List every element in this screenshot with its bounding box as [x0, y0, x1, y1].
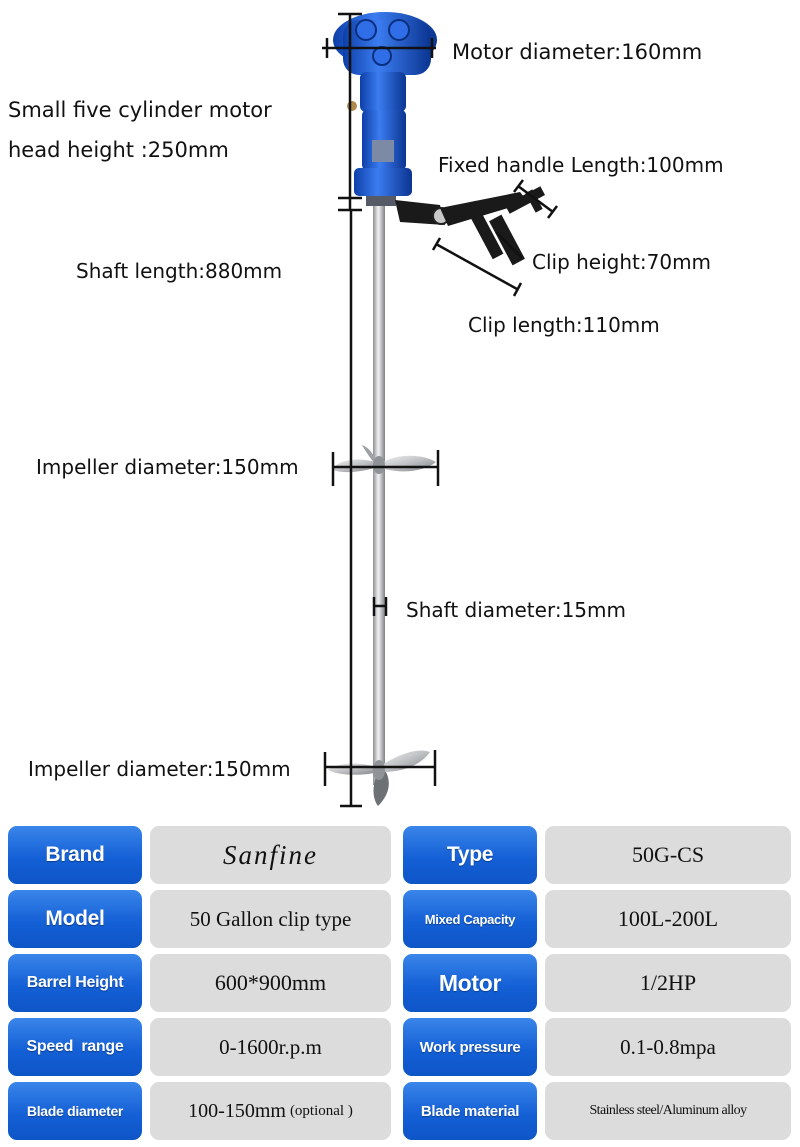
- shaft-diameter-label: Shaft diameter:15mm: [406, 598, 626, 622]
- spec-table: Brand Sanfine Type 50G-CS Model 50 Gallo…: [0, 820, 800, 1147]
- mixer-illustration: [322, 12, 558, 808]
- spec-value-motor: 1/2HP: [545, 954, 791, 1012]
- clamp-icon: [395, 186, 546, 266]
- motor-head-height-label-line1: Small five cylinder motor: [8, 98, 272, 122]
- spec-key-work-pressure: Work pressure: [403, 1018, 537, 1076]
- spec-value-blade-diameter-text: 100-150mm: [188, 1099, 286, 1122]
- spec-key-barrel-height: Barrel Height: [8, 954, 142, 1012]
- spec-value-mixed-capacity: 100L-200L: [545, 890, 791, 948]
- spec-key-speed-range: Speed range: [8, 1018, 142, 1076]
- fixed-handle-length-label: Fixed handle Length:100mm: [438, 153, 724, 177]
- motor-diameter-label: Motor diameter:160mm: [452, 40, 703, 64]
- motor-icon: [333, 12, 437, 206]
- spec-value-blade-diameter: 100-150mm (optional ): [150, 1082, 391, 1140]
- spec-value-type: 50G-CS: [545, 826, 791, 884]
- spec-key-brand: Brand: [8, 826, 142, 884]
- spec-value-brand: Sanfine: [150, 826, 391, 884]
- spec-key-speed-range-text: Speed range: [26, 1038, 124, 1055]
- spec-key-mixed-capacity: Mixed Capacity: [403, 890, 537, 948]
- dimension-lines: [322, 12, 558, 808]
- spec-value-blade-diameter-note: (optional ): [289, 1102, 353, 1119]
- spec-value-barrel-height: 600*900mm: [150, 954, 391, 1012]
- spec-value-blade-material: Stainless steel/Aluminum alloy: [545, 1082, 791, 1140]
- spec-value-speed-range: 0-1600r.p.m: [150, 1018, 391, 1076]
- product-diagram: Motor diameter:160mm Small five cylinder…: [8, 12, 724, 808]
- upper-impeller-diameter-label: Impeller diameter:150mm: [36, 455, 299, 479]
- spec-value-work-pressure: 0.1-0.8mpa: [545, 1018, 791, 1076]
- motor-head-height-label-line2: head height :250mm: [8, 138, 229, 162]
- shaft-length-label: Shaft length:880mm: [76, 259, 283, 283]
- spec-key-type: Type: [403, 826, 537, 884]
- spec-key-motor: Motor: [403, 954, 537, 1012]
- spec-key-blade-material: Blade material: [403, 1082, 537, 1140]
- clip-height-label: Clip height:70mm: [532, 250, 712, 274]
- clip-length-label: Clip length:110mm: [468, 313, 660, 337]
- spec-key-model: Model: [8, 890, 142, 948]
- lower-impeller-diameter-label: Impeller diameter:150mm: [28, 757, 291, 781]
- mixer-shaft-icon: [373, 205, 385, 785]
- spec-key-blade-diameter: Blade diameter: [8, 1082, 142, 1140]
- spec-value-model: 50 Gallon clip type: [150, 890, 391, 948]
